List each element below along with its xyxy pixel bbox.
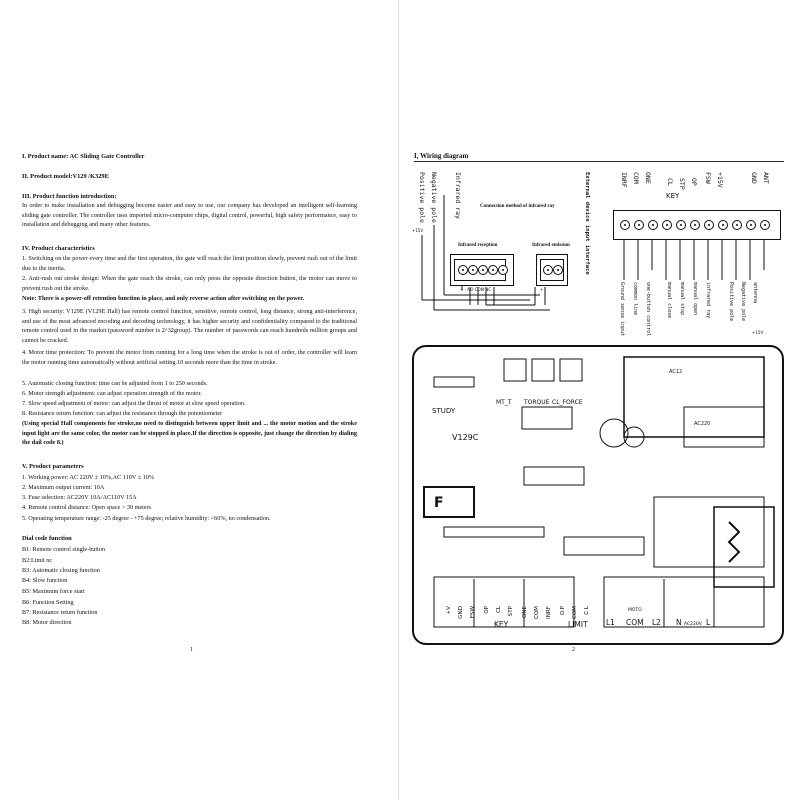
ir-plus15-label: +15V bbox=[412, 228, 424, 233]
ir-label-negative: Negative pole bbox=[430, 172, 438, 223]
ir-connection-method: Connection method of infrared ray bbox=[480, 204, 555, 209]
pcb-ac220v: AC220V bbox=[684, 622, 702, 627]
pcb-torque: TORQUE bbox=[524, 399, 550, 406]
wiring-title: I, Wiring diagram bbox=[414, 152, 469, 160]
ir-label-positive: Positive pole bbox=[418, 172, 426, 223]
characteristic-8: 8. Resistance return function: can adjus… bbox=[22, 410, 223, 417]
terminal-plus15: +15V bbox=[716, 172, 724, 188]
dial-b2: B2:Limit nc bbox=[22, 557, 53, 564]
pcb-cl-force: CL_FORCE bbox=[552, 399, 583, 406]
terminal-cl: CL bbox=[666, 178, 674, 186]
terminal-one: ONE bbox=[644, 172, 652, 184]
pcb-l: L bbox=[706, 618, 711, 627]
ir-rx-pins: + - NO COM NC bbox=[460, 287, 492, 292]
pcb-ac220: AC220 bbox=[694, 421, 711, 427]
section-characteristics: IV. Product characteristics bbox=[22, 245, 95, 252]
param-1: 1. Working power: AC 220V ± 10%,AC 110V … bbox=[22, 474, 155, 481]
ir-label-infrared: Infrared ray bbox=[454, 172, 462, 219]
ir-emission-label: Infrared emission bbox=[532, 243, 570, 248]
pcb-n: N bbox=[676, 618, 682, 627]
characteristic-6: 6. Motor strength adjustment: can adjust… bbox=[22, 390, 202, 397]
page-number-left: 1 bbox=[190, 647, 193, 653]
characteristic-7: 7. Slow speed adjustment of motor: can a… bbox=[22, 400, 246, 407]
power-off-note: Note: There is a power-off retention fun… bbox=[22, 295, 305, 302]
hall-note: (Using special Hall components for strok… bbox=[22, 420, 357, 447]
section-product-model: II. Product model:V129 /K329E bbox=[22, 173, 109, 180]
terminal-strip bbox=[613, 210, 781, 240]
pcb-moto: MOTO bbox=[628, 608, 642, 613]
pcb-mt-t: MT_T bbox=[496, 399, 512, 406]
terminal-inrf: INRF bbox=[620, 172, 628, 188]
pcb-com: COM bbox=[626, 618, 644, 627]
dial-b4: B4: Slow function bbox=[22, 577, 68, 584]
section-function-intro: III. Product function introduction: bbox=[22, 193, 117, 200]
pcb-components bbox=[423, 356, 775, 628]
characteristic-4: 4. Motor time protection: To prevent the… bbox=[22, 349, 357, 366]
characteristic-2: 2. Anti-rush out stroke design: When the… bbox=[22, 275, 357, 292]
pcb-ac12: AC12 bbox=[669, 369, 683, 375]
ir-receiver-block bbox=[450, 254, 514, 286]
dial-b6: B6: Function Setting bbox=[22, 599, 74, 606]
pcb-limit-label: LIMIT bbox=[568, 620, 588, 629]
pcb-l1: L1 bbox=[606, 618, 615, 627]
param-4: 4. Remote control distance: Open space >… bbox=[22, 504, 152, 511]
terminal-fsw: FSW bbox=[704, 172, 712, 184]
ir-reception-label: Infrared reception bbox=[458, 243, 498, 248]
dial-b3: B3: Automatic closing function bbox=[22, 567, 100, 574]
terminal-com: COM bbox=[632, 172, 640, 184]
terminal-stp: STP bbox=[678, 178, 686, 190]
dial-b8: B8: Motor direction bbox=[22, 619, 72, 626]
terminal-plus15-b: +15V bbox=[752, 330, 764, 335]
pcb-board: STUDY V129C MT_T TORQUE CL_FORCE AC12 AC… bbox=[412, 345, 784, 645]
section-dial-code: Dial code function bbox=[22, 535, 72, 542]
pcb-l2: L2 bbox=[652, 618, 661, 627]
ir-tx-pins: + - bbox=[540, 287, 547, 292]
param-3: 3. Fuse selection: AC220V 10A/AC110V 15A bbox=[22, 494, 137, 501]
section-parameters: V. Product parameters bbox=[22, 463, 84, 470]
page-number-right: 2 bbox=[572, 647, 575, 653]
section-product-name: I. Product name: AC Sliding Gate Control… bbox=[22, 153, 145, 160]
terminal-wires bbox=[623, 240, 765, 280]
dial-b5: B5: Maximum force start bbox=[22, 588, 85, 595]
param-5: 5. Operating temperature range: -25 degr… bbox=[22, 515, 271, 522]
title-rule bbox=[414, 161, 784, 162]
terminal-gnd: GND bbox=[750, 172, 758, 184]
param-2: 2. Maximum output current: 10A bbox=[22, 484, 105, 491]
characteristic-5: 5. Automatic closing function: time can … bbox=[22, 380, 208, 387]
characteristic-1: 1. Switching on the power every time and… bbox=[22, 255, 357, 272]
right-page: I, Wiring diagram Positive pole Negative… bbox=[400, 0, 800, 800]
intro-paragraph: In order to make installation and debugg… bbox=[22, 202, 357, 229]
infrared-wiring-lines bbox=[421, 195, 550, 311]
characteristic-3: 3. High security: V129E (V129E Hall) has… bbox=[22, 308, 357, 344]
terminal-op: OP bbox=[690, 178, 698, 186]
dial-b7: B7: Resistance return function bbox=[22, 609, 98, 616]
ir-emitter-block bbox=[536, 254, 568, 286]
pcb-model: V129C bbox=[452, 433, 479, 442]
pcb-key-label: KEY bbox=[494, 620, 509, 629]
terminal-key: KEY bbox=[666, 192, 680, 200]
pcb-study-button: STUDY bbox=[432, 407, 456, 415]
pcb-fuse-f: F bbox=[434, 495, 444, 511]
left-page: I. Product name: AC Sliding Gate Control… bbox=[22, 153, 357, 653]
external-interface-label: External device input interface bbox=[584, 172, 590, 275]
dial-b1: B1: Remote control single-button bbox=[22, 546, 106, 553]
terminal-ant: ANT bbox=[762, 172, 770, 184]
